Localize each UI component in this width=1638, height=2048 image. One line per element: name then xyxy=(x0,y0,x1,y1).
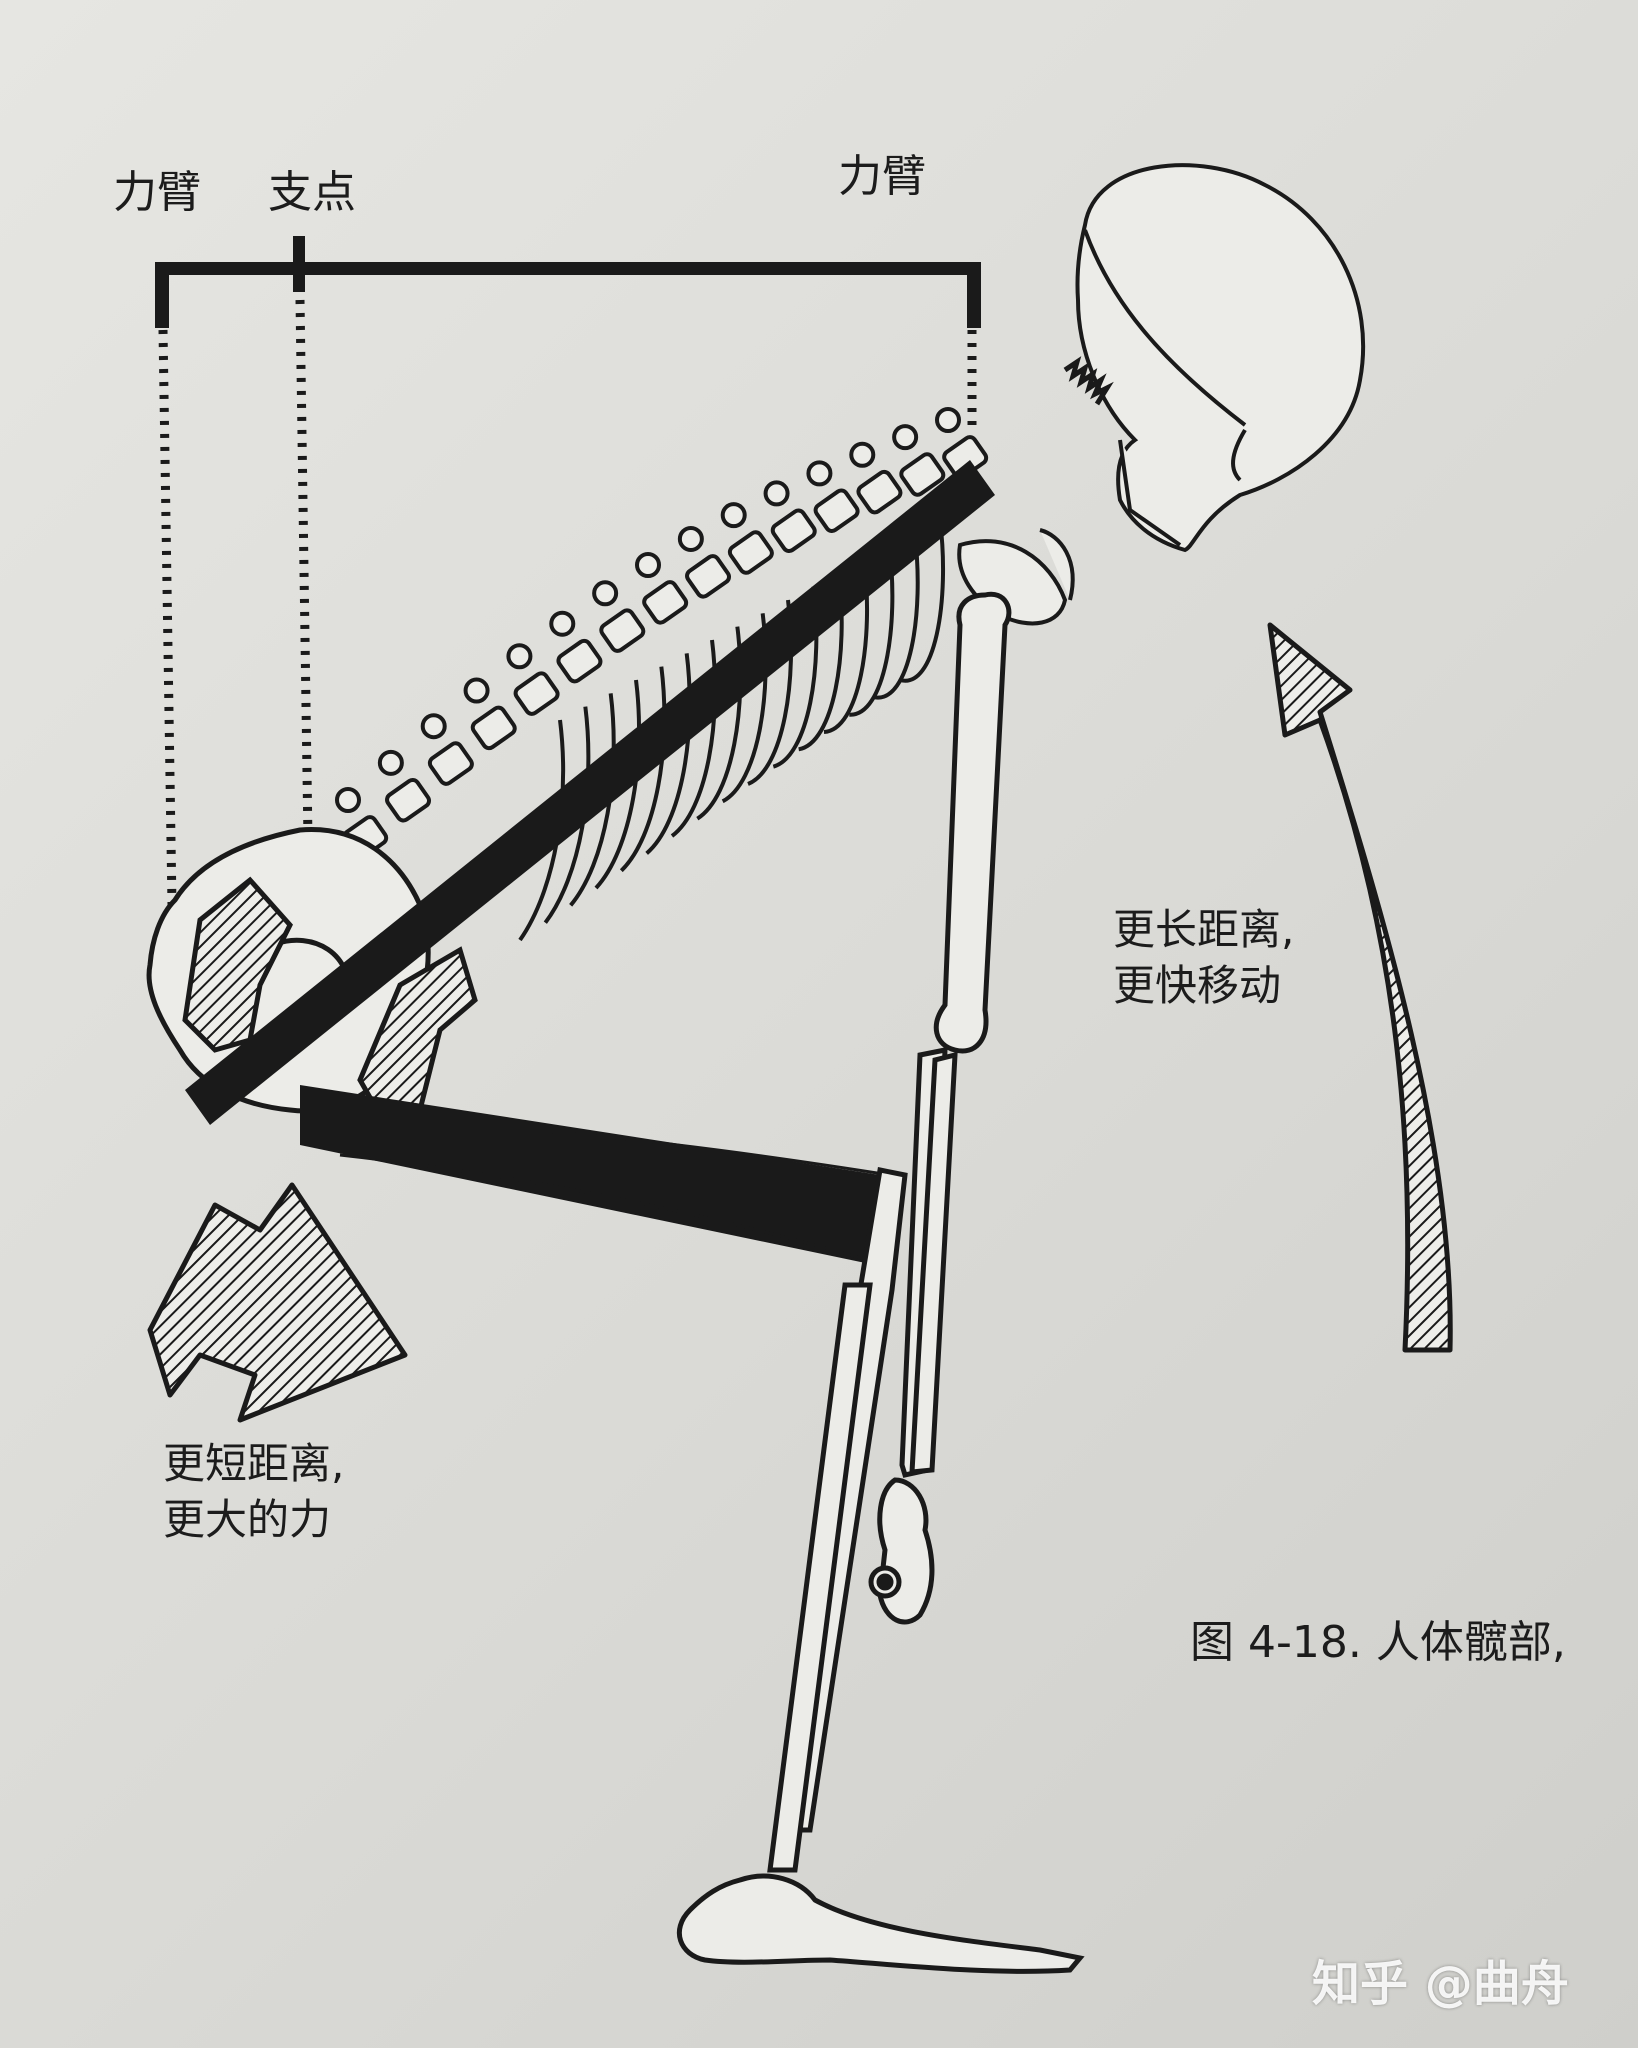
vertebra xyxy=(892,424,946,497)
vertebra xyxy=(463,677,517,751)
movement-arrow xyxy=(1267,622,1453,1353)
figure-caption: 图 4-18. 人体髋部, xyxy=(1190,1617,1566,1668)
rib xyxy=(569,693,616,907)
vertebra xyxy=(720,502,774,575)
cervical-spine xyxy=(1063,356,1114,406)
rib xyxy=(594,679,642,890)
watermark: 知乎 @曲舟 xyxy=(1312,1956,1569,2012)
force-arrow xyxy=(147,1182,408,1423)
vertebra xyxy=(506,643,560,716)
vertebra xyxy=(849,441,903,515)
rib xyxy=(543,706,591,924)
vertebra xyxy=(377,749,432,823)
vertebra xyxy=(420,713,474,786)
rib xyxy=(874,533,920,700)
fulcrum-label: 支点 xyxy=(268,167,356,218)
shorter-distance-label-line1: 更短距离, xyxy=(163,1439,345,1488)
lever-bracket xyxy=(155,236,981,328)
vertebra xyxy=(635,552,689,625)
vertebra xyxy=(763,480,817,554)
rib xyxy=(645,653,692,855)
gluteal-muscles xyxy=(182,876,478,1118)
leg-bones xyxy=(676,1167,1085,1974)
femur xyxy=(300,1085,880,1265)
lever-bars xyxy=(185,460,995,1125)
skull xyxy=(1075,163,1366,553)
rib xyxy=(619,666,667,873)
vertebra xyxy=(806,460,860,533)
vertebra xyxy=(677,525,732,599)
longer-distance-label-line2: 更快移动 xyxy=(1113,961,1282,1010)
vertebra xyxy=(549,610,603,684)
spine-vertebrae xyxy=(335,407,989,860)
lever-arm-right-label: 力臂 xyxy=(838,151,926,202)
vertebra xyxy=(592,580,646,653)
shorter-distance-label-line2: 更大的力 xyxy=(163,1495,332,1544)
arm-bones xyxy=(868,591,1012,1625)
thigh-outline xyxy=(339,1122,891,1267)
lever-arm-left-label: 力臂 xyxy=(113,167,201,218)
rib xyxy=(899,519,946,683)
longer-distance-label-line1: 更长距离, xyxy=(1113,905,1295,954)
